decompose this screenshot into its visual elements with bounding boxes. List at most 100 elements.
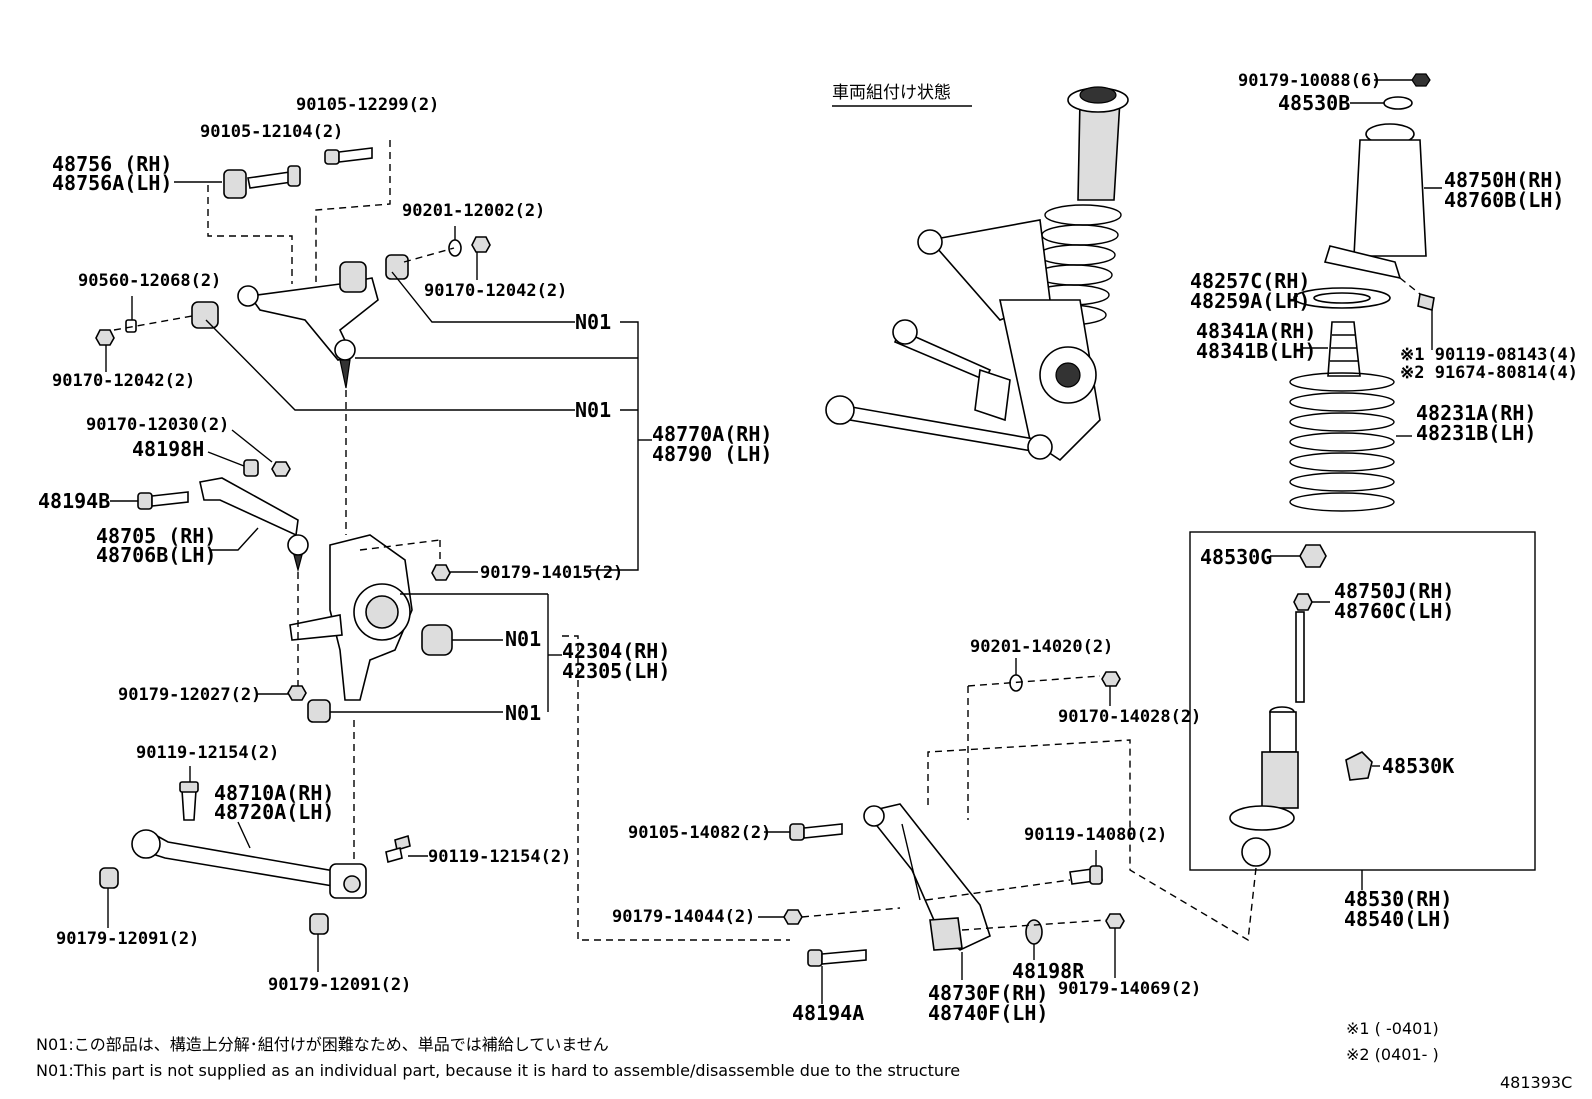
- carrier-group: [758, 658, 1125, 1004]
- label-90119-14080: 90119-14080(2): [1024, 825, 1167, 845]
- bushing-48198r-icon: [1025, 919, 1043, 945]
- label-90179-12027: 90179-12027(2): [118, 685, 261, 705]
- bushing-48756-icon: [223, 169, 247, 199]
- label-48770a-rh: 48770A(RH): [652, 422, 772, 446]
- label-48710a-rh: 48710A(RH): [214, 781, 334, 805]
- label-90201-12002: 90201-12002(2): [402, 201, 545, 221]
- label-90119-12154-b: 90119-12154(2): [428, 847, 571, 867]
- label-48720a-lh: 48720A(LH): [214, 800, 334, 824]
- label-48756-rh: 48756 (RH): [52, 152, 172, 176]
- label-48760b-lh: 48760B(LH): [1444, 188, 1564, 212]
- label-90201-14020: 90201-14020(2): [970, 637, 1113, 657]
- label-48540-lh: 48540(LH): [1344, 907, 1452, 931]
- bushing-left-icon: [191, 301, 219, 329]
- bushing-knuckle-lower-icon: [307, 699, 331, 723]
- label-n01-d: N01: [505, 701, 541, 725]
- lower-arm-group: [99, 766, 428, 972]
- cushion-48530b-icon: [1383, 96, 1413, 110]
- label-90105-12104: 90105-12104(2): [200, 122, 343, 142]
- label-90179-12091-a: 90179-12091(2): [56, 929, 199, 949]
- label-48530k: 48530K: [1382, 754, 1454, 778]
- nut-90170-12030-icon: [271, 461, 291, 477]
- label-48341b-lh: 48341B(LH): [1196, 339, 1316, 363]
- label-n01-b: N01: [575, 398, 611, 422]
- label-48231a-rh: 48231A(RH): [1416, 401, 1536, 425]
- label-48530g: 48530G: [1200, 545, 1272, 569]
- label-48756a-lh: 48756A(LH): [52, 171, 172, 195]
- bolt-90105-12104-icon: [247, 171, 293, 189]
- label-48790-lh: 48790 (LH): [652, 442, 772, 466]
- footnote-mark-1: ※1 ( -0401): [1346, 1019, 1439, 1038]
- nut-90179-14069-icon: [1105, 913, 1125, 929]
- label-90170-12030: 90170-12030(2): [86, 415, 229, 435]
- nut-90170-12042-icon: [471, 236, 491, 253]
- label-90105-12299: 90105-12299(2): [296, 95, 439, 115]
- label-48530b: 48530B: [1278, 91, 1350, 115]
- label-90179-14069: 90179-14069(2): [1058, 979, 1201, 999]
- bolt-90119-12154-b-icon: [394, 834, 411, 852]
- label-48341a-rh: 48341A(RH): [1196, 319, 1316, 343]
- label-90170-12042-a: 90170-12042(2): [424, 281, 567, 301]
- label-48750j-rh: 48750J(RH): [1334, 579, 1454, 603]
- bolt-48194b-icon: [137, 492, 153, 510]
- label-48259a-lh: 48259A(LH): [1190, 289, 1310, 313]
- bushing-48530k-icon: [1345, 751, 1373, 781]
- label-48530-rh: 48530(RH): [1344, 887, 1452, 911]
- washer-90201-12002-icon: [448, 239, 462, 257]
- label-48706b-lh: 48706B(LH): [96, 543, 216, 567]
- label-48194b: 48194B: [38, 489, 110, 513]
- nut-90179-12027-icon: [287, 685, 307, 701]
- label-48705-rh: 48705 (RH): [96, 524, 216, 548]
- label-48257c-rh: 48257C(RH): [1190, 269, 1310, 293]
- bolt-90105-12299-icon: [324, 149, 340, 165]
- label-48231b-lh: 48231B(LH): [1416, 421, 1536, 445]
- upper-arm-group: [95, 140, 652, 571]
- label-90105-14082: 90105-14082(2): [628, 823, 771, 843]
- nut-90179-10088-icon: [1411, 73, 1431, 87]
- label-48198r: 48198R: [1012, 959, 1085, 983]
- bushing-48198h-icon: [243, 459, 259, 477]
- label-90179-14044: 90179-14044(2): [612, 907, 755, 927]
- bushing-knuckle-icon: [421, 624, 453, 656]
- footnote-n01-en: N01:This part is not supplied as an indi…: [36, 1061, 960, 1080]
- washer-90560-12068-icon: [125, 319, 137, 333]
- label-90119-08143: ※1 90119-08143(4): [1400, 345, 1578, 365]
- bumper-48341a-icon: [1327, 321, 1361, 377]
- nut-90179-14044-icon: [783, 909, 803, 925]
- lower-arm-48710a-icon: [138, 830, 347, 890]
- label-90119-12154-a: 90119-12154(2): [136, 743, 279, 763]
- shock-body-icon: [1261, 751, 1299, 809]
- bolt-90119-12154-icon: [181, 789, 197, 821]
- nut-48530g-icon: [1299, 544, 1327, 568]
- label-48730f-rh: 48730F(RH): [928, 981, 1048, 1005]
- support-48750h-icon: [1353, 139, 1427, 257]
- nut-90179-14015-icon: [431, 564, 451, 581]
- label-n01-c: N01: [505, 627, 541, 651]
- bolt-90119-08143-icon: [1417, 292, 1435, 312]
- label-48760c-lh: 48760C(LH): [1334, 599, 1454, 623]
- label-90179-12091-b: 90179-12091(2): [268, 975, 411, 995]
- label-48194a: 48194A: [792, 1001, 864, 1025]
- label-90179-10088: 90179-10088(6): [1238, 71, 1381, 91]
- nut-90179-12091-a-icon: [99, 867, 119, 889]
- nut-90170-12042-left-icon: [95, 329, 115, 346]
- shock-absorber-group: [927, 73, 1536, 942]
- diagram-id: 481393C: [1500, 1073, 1572, 1092]
- nut-48750j-icon: [1293, 593, 1313, 611]
- coil-spring-48231a-icon: [1289, 372, 1395, 512]
- label-n01-a: N01: [575, 310, 611, 334]
- label-90170-12042-b: 90170-12042(2): [52, 371, 195, 391]
- footnote-mark-2: ※2 (0401- ): [1346, 1045, 1439, 1064]
- toe-arm-knuckle-group: [110, 429, 562, 870]
- label-48740f-lh: 48740F(LH): [928, 1001, 1048, 1025]
- carrier-48730f-icon: [864, 803, 991, 951]
- footnote-n01-ja: N01:この部品は、構造上分解･組付けが困難なため、単品では補給していません: [36, 1035, 609, 1054]
- shock-rod-icon: [1295, 611, 1305, 703]
- label-42305-lh: 42305(LH): [562, 659, 670, 683]
- bolt-90105-14082-icon: [789, 823, 805, 841]
- nut-90170-14028-icon: [1101, 671, 1121, 687]
- label-90560-12068: 90560-12068(2): [78, 271, 221, 291]
- bolt-48194a-icon: [807, 949, 823, 967]
- label-90179-14015: 90179-14015(2): [480, 563, 623, 583]
